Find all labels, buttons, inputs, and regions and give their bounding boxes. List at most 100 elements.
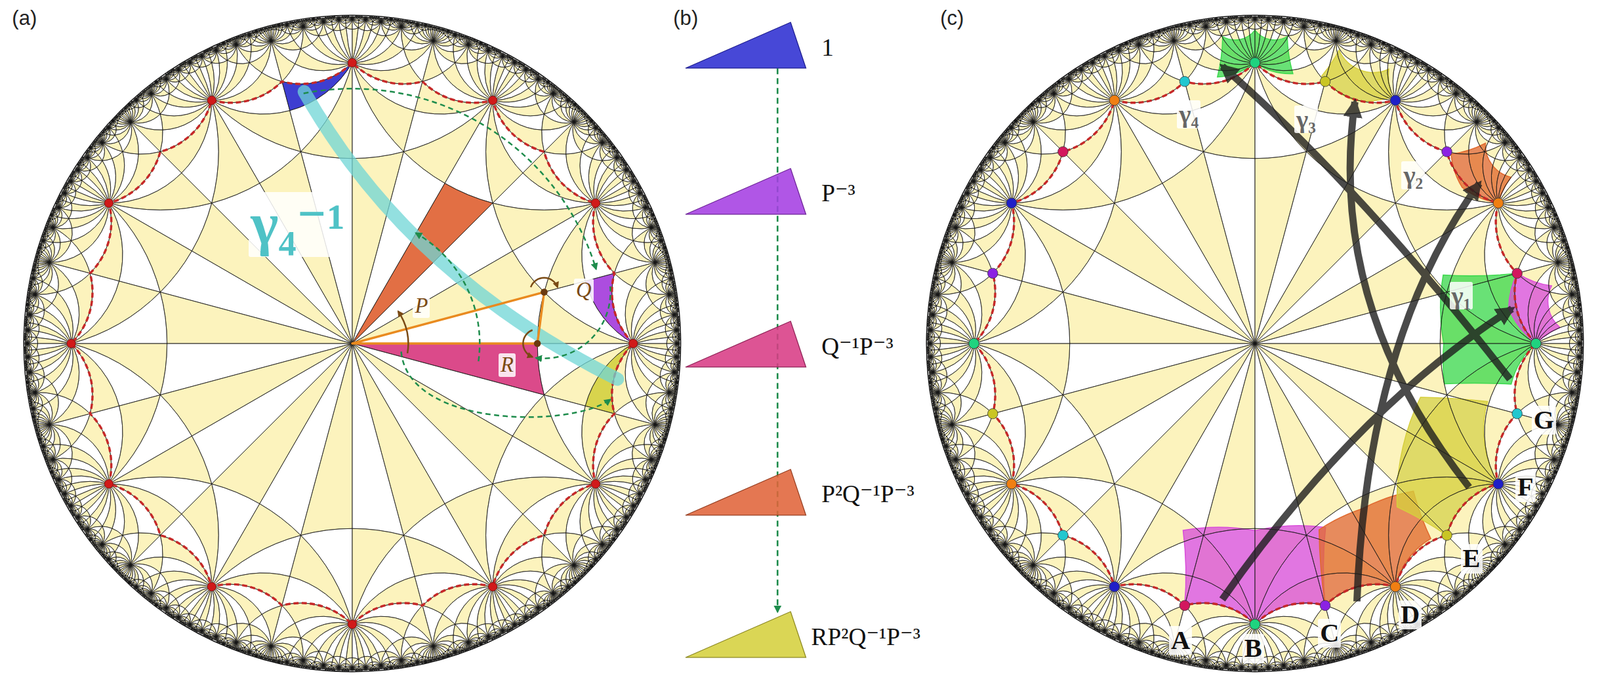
- rotation-arrow: [522, 330, 533, 358]
- domain-boundary: [71, 62, 634, 626]
- generator-label: γ₄⁻¹: [248, 192, 348, 258]
- annotations: [303, 88, 618, 418]
- vertex-dot: [629, 339, 638, 348]
- panel-label: (c): [940, 7, 964, 30]
- rotation-label: Q: [574, 278, 594, 303]
- vertex-dot: [347, 58, 357, 67]
- rotation-label: R: [498, 353, 516, 378]
- paired-region: [1183, 526, 1326, 626]
- vertex-dot: [1493, 198, 1504, 209]
- vertex-letter: F: [1515, 472, 1536, 502]
- tile-triangle: RP²Q⁻¹P⁻³: [685, 612, 924, 658]
- generator-label: γ₃: [1294, 105, 1318, 134]
- generator-arrows: [1222, 66, 1513, 602]
- triangle-shape: [685, 612, 807, 658]
- tile-fill: [24, 15, 680, 672]
- vertex-dot: [1006, 478, 1017, 490]
- midpoint-dot: [1179, 76, 1190, 88]
- tile-label: RP²Q⁻¹P⁻³: [811, 623, 921, 651]
- midpoint-dot: [987, 408, 999, 420]
- vertex-letter: G: [1531, 406, 1557, 435]
- disk-ground: [23, 15, 681, 672]
- generator-label: γ₂: [1401, 161, 1425, 190]
- vertex-dot: [1493, 478, 1504, 490]
- vertex-dot: [104, 198, 113, 208]
- disk-boundary: [23, 15, 681, 672]
- midpoint-dot: [1058, 530, 1069, 542]
- tile-edges: [926, 15, 1583, 672]
- vertex-dot: [1249, 57, 1261, 69]
- midpoint-dot: [1441, 146, 1453, 158]
- cyan-band: [304, 91, 618, 380]
- midpoint-dot: [1058, 146, 1069, 158]
- disk-ground: [926, 15, 1583, 672]
- midpoint-dot: [1319, 76, 1331, 88]
- vertex-letter: C: [1317, 619, 1341, 649]
- tile-triangle: P⁻³: [685, 168, 859, 215]
- tile-label: P⁻³: [821, 179, 856, 207]
- tile-triangle: P²Q⁻¹P⁻³: [685, 469, 917, 516]
- vertex-dot: [488, 95, 498, 105]
- tile-label: 1: [821, 34, 834, 62]
- poincare-disk: [23, 15, 681, 672]
- highlighted-tile: [352, 183, 493, 344]
- triangle-fill: [685, 321, 807, 368]
- triangle-fill: [685, 612, 807, 658]
- tile-triangle: 1: [685, 22, 837, 69]
- rotation-center: [533, 340, 542, 348]
- domain-boundary: [974, 62, 1537, 626]
- triangle-fill: [685, 168, 807, 215]
- fundamental-triangle: [352, 292, 545, 344]
- vertex-dot: [104, 480, 113, 489]
- rotation-center: [540, 288, 548, 296]
- vertex-dot: [968, 338, 980, 349]
- midpoint-dot: [1512, 408, 1523, 420]
- generator-arrow: [1222, 66, 1510, 380]
- vertex-dot: [1390, 581, 1401, 593]
- midpoint-dot: [1319, 600, 1331, 612]
- vertex-dot: [207, 582, 216, 592]
- vertex-dot: [66, 339, 76, 348]
- paired-region: [1451, 143, 1512, 204]
- generator-label: γ₄: [1176, 100, 1201, 129]
- midpoint-dot: [987, 268, 999, 279]
- midpoint-dot: [1512, 268, 1523, 279]
- mapping-arrow: [401, 351, 611, 418]
- rotation-arrow: [398, 311, 409, 354]
- tile-fill: [926, 15, 1583, 672]
- tile-triangle: Q⁻¹P⁻³: [685, 321, 896, 368]
- tile-label: P²Q⁻¹P⁻³: [821, 480, 914, 508]
- panel-label: (b): [673, 7, 698, 30]
- triangle-fill: [685, 22, 807, 69]
- triangle-shape: [685, 469, 807, 516]
- vertex-dot: [591, 198, 600, 208]
- vertex-dot: [1390, 95, 1401, 106]
- vertex-dot: [1109, 581, 1120, 593]
- vertex-letter: D: [1398, 600, 1422, 630]
- mapping-arrow: [303, 88, 597, 269]
- generator-label: γ₁: [1449, 282, 1474, 311]
- poincare-disk: [926, 15, 1583, 672]
- generator-arrow: [1356, 183, 1480, 603]
- vertex-dot: [347, 620, 357, 630]
- vertex-dot: [1109, 95, 1120, 106]
- vertex-dot: [591, 480, 600, 489]
- vertex-letter: A: [1169, 626, 1192, 656]
- rotation-label: P: [412, 294, 430, 319]
- midpoint-dot: [1441, 530, 1453, 542]
- vertex-dot: [1249, 619, 1261, 631]
- vertex-dot: [1531, 338, 1542, 349]
- panel-label: (a): [11, 7, 37, 30]
- vertex-letter: E: [1460, 544, 1483, 574]
- triangle-shape: [685, 168, 807, 215]
- vertex-letter: B: [1242, 634, 1265, 664]
- triangle-shape: [685, 321, 807, 368]
- rotation-arrow: [530, 278, 558, 288]
- vertex-dot: [207, 95, 216, 105]
- vertex-dot: [488, 582, 498, 592]
- mapping-arrow: [535, 286, 611, 359]
- generator-arrow: [1222, 308, 1513, 600]
- tile-label: Q⁻¹P⁻³: [821, 333, 894, 361]
